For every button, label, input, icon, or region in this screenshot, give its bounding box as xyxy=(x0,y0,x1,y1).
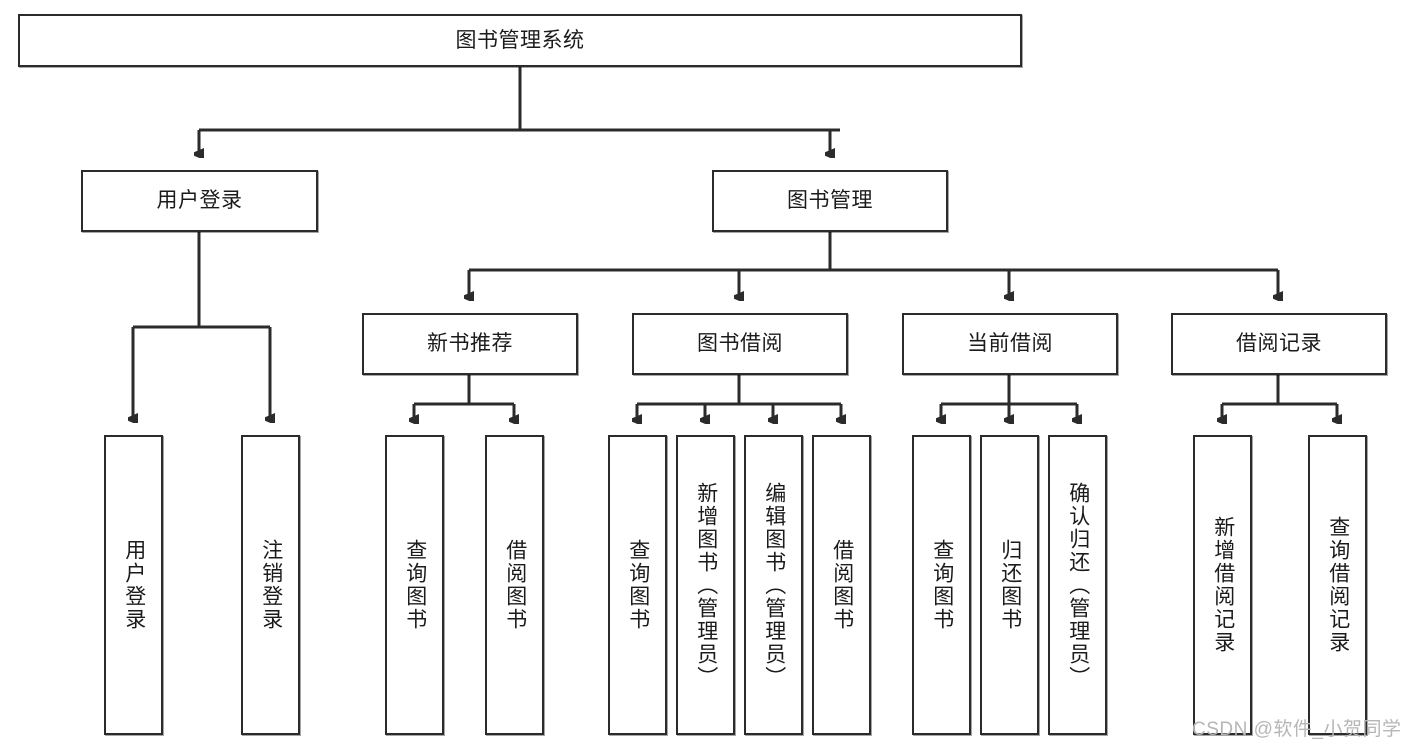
node-leaf-borrow-edit[interactable]: 编辑图书（管理员） xyxy=(744,435,803,735)
node-book-borrow-label: 图书借阅 xyxy=(697,332,783,356)
node-leaf-newbook-query[interactable]: 查询图书 xyxy=(385,435,444,735)
node-new-book-recommend[interactable]: 新书推荐 xyxy=(362,313,578,375)
node-leaf-current-confirm-label: 确认归还（管理员） xyxy=(1066,481,1090,689)
node-leaf-record-add[interactable]: 新增借阅记录 xyxy=(1193,435,1252,735)
node-user-login[interactable]: 用户登录 xyxy=(81,170,318,232)
node-borrow-records[interactable]: 借阅记录 xyxy=(1171,313,1387,375)
node-book-management[interactable]: 图书管理 xyxy=(712,170,948,232)
node-leaf-borrow-edit-label: 编辑图书（管理员） xyxy=(762,481,786,689)
node-leaf-user-login-label: 用户登录 xyxy=(122,539,146,631)
node-leaf-borrow-add[interactable]: 新增图书（管理员） xyxy=(676,435,735,735)
node-book-borrow[interactable]: 图书借阅 xyxy=(632,313,848,375)
node-leaf-record-add-label: 新增借阅记录 xyxy=(1211,516,1235,654)
node-root[interactable]: 图书管理系统 xyxy=(18,14,1022,67)
node-leaf-newbook-query-label: 查询图书 xyxy=(403,539,427,631)
node-leaf-current-query[interactable]: 查询图书 xyxy=(912,435,971,735)
node-leaf-newbook-borrow-label: 借阅图书 xyxy=(503,539,527,631)
node-leaf-record-query[interactable]: 查询借阅记录 xyxy=(1308,435,1367,735)
node-leaf-user-logout[interactable]: 注销登录 xyxy=(241,435,300,735)
node-user-login-label: 用户登录 xyxy=(156,189,243,213)
node-leaf-borrow-lend-label: 借阅图书 xyxy=(830,539,854,631)
node-book-management-label: 图书管理 xyxy=(787,189,873,213)
node-borrow-records-label: 借阅记录 xyxy=(1236,332,1322,356)
node-leaf-current-confirm[interactable]: 确认归还（管理员） xyxy=(1048,435,1107,735)
node-leaf-current-return[interactable]: 归还图书 xyxy=(980,435,1039,735)
node-leaf-current-return-label: 归还图书 xyxy=(998,539,1022,631)
node-leaf-borrow-add-label: 新增图书（管理员） xyxy=(694,481,718,689)
node-current-borrow[interactable]: 当前借阅 xyxy=(902,313,1118,375)
node-leaf-user-logout-label: 注销登录 xyxy=(259,539,283,631)
node-leaf-user-login[interactable]: 用户登录 xyxy=(104,435,163,735)
node-leaf-borrow-query-label: 查询图书 xyxy=(626,539,650,631)
node-root-label: 图书管理系统 xyxy=(455,28,585,52)
node-leaf-current-query-label: 查询图书 xyxy=(930,539,954,631)
node-leaf-record-query-label: 查询借阅记录 xyxy=(1326,516,1350,654)
node-leaf-newbook-borrow[interactable]: 借阅图书 xyxy=(485,435,544,735)
node-leaf-borrow-lend[interactable]: 借阅图书 xyxy=(812,435,871,735)
node-leaf-borrow-query[interactable]: 查询图书 xyxy=(608,435,667,735)
node-current-borrow-label: 当前借阅 xyxy=(967,332,1053,356)
node-new-book-recommend-label: 新书推荐 xyxy=(427,332,513,356)
csdn-watermark: CSDN @软件_小贺同学 xyxy=(1192,719,1402,740)
